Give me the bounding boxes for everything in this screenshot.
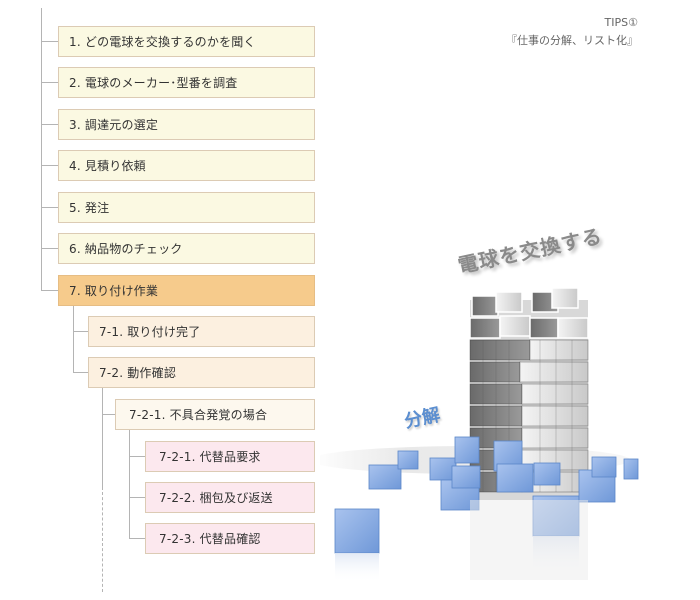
task-2: 2. 電球のメーカー･型番を調査 (58, 67, 315, 98)
tree-trunk-level1 (41, 8, 42, 291)
task-2-label: 2. 電球のメーカー･型番を調査 (69, 76, 238, 90)
task-7-1: 7-1. 取り付け完了 (88, 316, 315, 347)
task-6-label: 6. 納品物のチェック (69, 242, 183, 256)
task-6: 6. 納品物のチェック (58, 233, 315, 264)
tree-trunk-level3-dashed (102, 492, 104, 592)
task-3-label: 3. 調達元の選定 (69, 118, 159, 132)
cube-tower (469, 287, 589, 500)
tips-header: TIPS① 『仕事の分解、リスト化』 (506, 14, 638, 50)
connector-2 (41, 82, 58, 83)
task-5-label: 5. 発注 (69, 201, 110, 215)
task-3: 3. 調達元の選定 (58, 109, 315, 140)
cube-decomposition-illustration (320, 287, 639, 583)
tips-subtitle: 『仕事の分解、リスト化』 (506, 34, 638, 47)
connector-7-2-2 (129, 497, 145, 498)
task-1-label: 1. どの電球を交換するのかを聞く (69, 35, 256, 49)
task-7-2-3: 7-2-3. 代替品確認 (145, 523, 315, 554)
connector-7-2 (73, 372, 88, 373)
tree-trunk-level3 (102, 388, 103, 490)
task-5: 5. 発注 (58, 192, 315, 223)
connector-4 (41, 165, 58, 166)
task-7-2-1-sub: 7-2-1. 代替品要求 (145, 441, 315, 472)
task-4-label: 4. 見積り依頼 (69, 159, 146, 173)
task-7-2-2-label: 7-2-2. 梱包及び返送 (159, 491, 273, 505)
task-7-label: 7. 取り付け作業 (69, 284, 159, 298)
task-1: 1. どの電球を交換するのかを聞く (58, 26, 315, 57)
connector-7-2-1 (102, 414, 115, 415)
tree-trunk-level2 (73, 305, 74, 373)
task-7-2-label: 7-2. 動作確認 (99, 366, 177, 380)
task-7-1-label: 7-1. 取り付け完了 (99, 325, 201, 339)
connector-7-1 (73, 331, 88, 332)
connector-7-2-3 (129, 538, 145, 539)
task-7-active: 7. 取り付け作業 (58, 275, 315, 306)
task-7-2-1: 7-2-1. 不具合発覚の場合 (115, 399, 315, 430)
connector-5 (41, 207, 58, 208)
task-7-2: 7-2. 動作確認 (88, 357, 315, 388)
connector-7-2-1-a (129, 456, 145, 457)
tips-label: TIPS① (604, 16, 638, 29)
tree-trunk-level4 (129, 430, 130, 539)
task-7-2-3-label: 7-2-3. 代替品確認 (159, 532, 261, 546)
task-7-2-1-sub-label: 7-2-1. 代替品要求 (159, 450, 261, 464)
task-7-2-1-label: 7-2-1. 不具合発覚の場合 (129, 408, 268, 422)
task-7-2-2: 7-2-2. 梱包及び返送 (145, 482, 315, 513)
task-4: 4. 見積り依頼 (58, 150, 315, 181)
connector-1 (41, 41, 58, 42)
connector-3 (41, 124, 58, 125)
connector-7 (41, 290, 58, 291)
connector-6 (41, 248, 58, 249)
